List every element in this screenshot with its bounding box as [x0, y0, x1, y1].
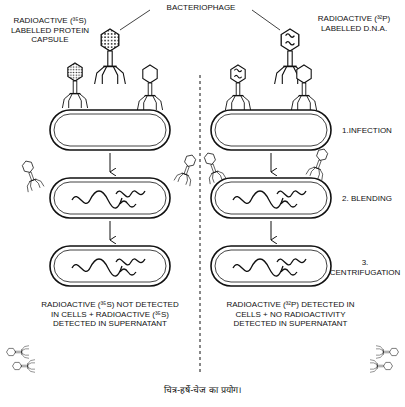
step-label: 3. CENTRIFUGATION	[327, 258, 403, 277]
callout-label: RADIOACTIVE (³²P) LABELLED D.N.A.	[308, 14, 400, 33]
result-note: RADIOACTIVE (³⁵S) NOT DETECTED IN CELLS …	[40, 300, 180, 329]
step-label: 1.INFECTION	[333, 126, 401, 136]
callout-label: RADIOACTIVE (³⁵S) LABELLED PROTEIN CAPSU…	[4, 16, 96, 45]
step-label: 2. BLENDING	[333, 194, 401, 204]
result-note: RADIOACTIVE (³²P) DETECTED IN CELLS + NO…	[218, 300, 363, 329]
figure-caption: चित्र-हर्षे-चेज का प्रयोग।	[60, 383, 345, 396]
title-label: BACTERIOPHAGE	[150, 3, 252, 13]
